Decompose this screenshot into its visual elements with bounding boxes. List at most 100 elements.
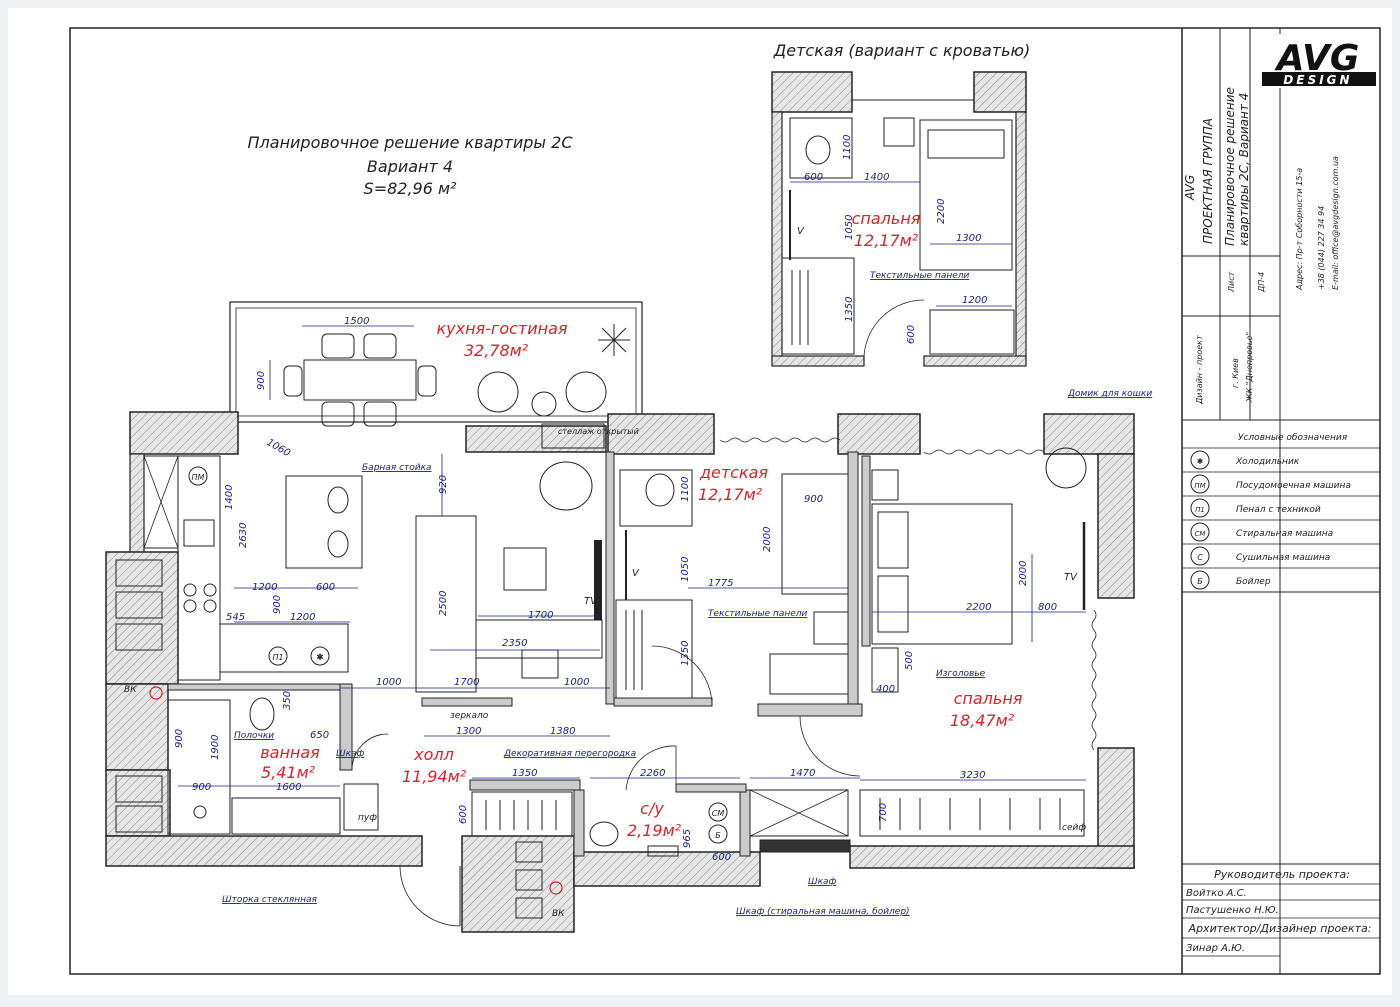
kitchen-tall-units [219, 623, 349, 673]
dim-1380: 1380 [550, 726, 575, 737]
inset-plan: Детская (вариант с кроватью) спальня 12,… [771, 41, 1030, 367]
paper [8, 8, 1392, 995]
note-rack: стеллаж открытый [558, 427, 639, 436]
wall-bottom-wc [573, 851, 761, 887]
dim-800: 800 [1038, 602, 1057, 613]
legend-symbol-1: ПМ [1194, 482, 1205, 490]
legend-dishwasher-icon [1190, 474, 1210, 494]
legend-symbol-2: П1 [1195, 506, 1205, 514]
inset-dim-6: 1300 [956, 233, 981, 244]
dining-group [283, 333, 437, 427]
dim-2000a: 2000 [762, 527, 773, 552]
dining-chair-3 [321, 401, 355, 427]
dim-1350: 1350 [680, 641, 691, 666]
hall-area: 11,94м² [402, 767, 467, 786]
legend-title: Условные обозначения [1238, 433, 1348, 443]
note-partition: Декоративная перегородка [503, 749, 636, 759]
armchair-2 [565, 371, 607, 413]
decorative-partition [421, 697, 513, 707]
pillow-2 [877, 575, 909, 633]
tb-architect-label: Архитектор/Дизайнер проекта: [1188, 922, 1372, 935]
dim-1000a: 1000 [376, 677, 401, 688]
inset-dim-5: 1050 [844, 215, 855, 240]
inset-pillow [927, 129, 1005, 159]
legend-label-3: Стиральная машина [1236, 529, 1333, 539]
shower-drain [193, 805, 207, 819]
wall-top-bed-right [1043, 413, 1135, 455]
appliance-column-mark: П1 [272, 653, 283, 662]
wall-top-left [129, 411, 239, 455]
inset-wall-tr [973, 71, 1027, 113]
inset-desk [789, 117, 853, 179]
bathtub-vanity [231, 797, 341, 835]
tb-company-2: ПРОЕКТНАЯ ГРУППА [1201, 118, 1215, 244]
legend-label-2: Пенал с техникой [1236, 505, 1321, 515]
legend-list: ✱ Холодильник ПМ Посудомоечная машина П1… [1182, 447, 1380, 590]
wall-top-kids [607, 413, 715, 455]
tb-architect-name: Зинар А.Ю. [1186, 943, 1245, 954]
ventilation-shafts [115, 559, 543, 919]
legend-column-icon [1190, 498, 1210, 518]
fridge-cross-2 [143, 455, 179, 549]
kitchen-sink [183, 519, 215, 547]
tb-manager-name-1: Войтко А.С. [1186, 888, 1247, 899]
inset-wardrobe-hangers [791, 270, 809, 345]
wall-bath-lower [105, 769, 171, 837]
dishwasher-mark: ПМ [192, 473, 205, 482]
washer-mark-icon [708, 802, 728, 822]
plan-title-line1: Планировочное решение квартиры 2С [248, 133, 574, 152]
bedroom-wardrobe-hangers [879, 798, 1061, 830]
bedroom-name: спальня [954, 689, 1023, 708]
dim-700: 700 [878, 803, 889, 822]
kids-desk [619, 469, 693, 527]
dim-1775: 1775 [708, 578, 733, 589]
dim-2630: 2630 [238, 523, 249, 548]
partition-kitchen-kids [605, 451, 615, 705]
v-mark-inset: V [797, 226, 805, 237]
note-wardrobe-bath: Шкаф [336, 749, 365, 759]
wall-top-bed-left [837, 413, 921, 455]
plan-title: Планировочное решение квартиры 2С Вариан… [248, 133, 574, 198]
curtain-bedroom [923, 449, 1045, 455]
note-bar-counter: Барная стойка [362, 463, 432, 473]
logo-band [1262, 72, 1376, 86]
dim-1600: 1600 [276, 782, 301, 793]
note-textile-panels: Текстильные панели [708, 609, 808, 619]
curtain-right [1091, 609, 1097, 751]
coffee-table [531, 391, 557, 417]
dining-chair-1 [321, 333, 355, 359]
dim-1700b: 1700 [454, 677, 479, 688]
v-mark-kids: V [632, 568, 640, 579]
partition-wc-right [739, 789, 751, 857]
curtain-kids [719, 437, 841, 443]
dim-1700a: 1700 [528, 610, 553, 621]
inset-wall-tl [771, 71, 853, 113]
inset-wall-bottom-right [923, 355, 1027, 367]
bed-nightstand-1 [871, 469, 899, 501]
note-mirror: зеркало [450, 711, 489, 721]
inset-door-swing [863, 299, 925, 357]
kids-wardrobe [615, 599, 693, 699]
note-shelves: Полочки [234, 731, 274, 741]
double-bed [871, 503, 1013, 645]
hall-storage [749, 789, 849, 837]
hall-wardrobe [471, 791, 573, 837]
dim-920: 920 [438, 475, 449, 494]
note-wardrobe-wash: Шкаф (стиральная машина, бойлер) [736, 907, 910, 917]
dim-1350b: 1350 [512, 768, 537, 779]
bed-nightstand-2 [871, 647, 899, 693]
bedroom-door-swing [799, 715, 861, 777]
logo-design: DESIGN [1283, 73, 1352, 87]
dining-chair-6 [417, 365, 437, 397]
legend-symbol-0: ✱ [1197, 457, 1204, 466]
note-glass-curtain: Шторка стеклянная [222, 895, 318, 905]
note-headboard: Изголовье [936, 669, 986, 679]
tb-sheet-label: Лист [1227, 271, 1236, 293]
loggia-inner [235, 307, 637, 417]
inset-nightstand [883, 117, 915, 147]
main-plan: ПМ П1 ✱ СМ Б ВК ВК ТV ТV V V кухня-гости… [105, 226, 1152, 933]
kitchen-counter [177, 455, 221, 681]
kids-wardrobe-hangers [625, 610, 643, 690]
loggia-outline [229, 301, 643, 423]
